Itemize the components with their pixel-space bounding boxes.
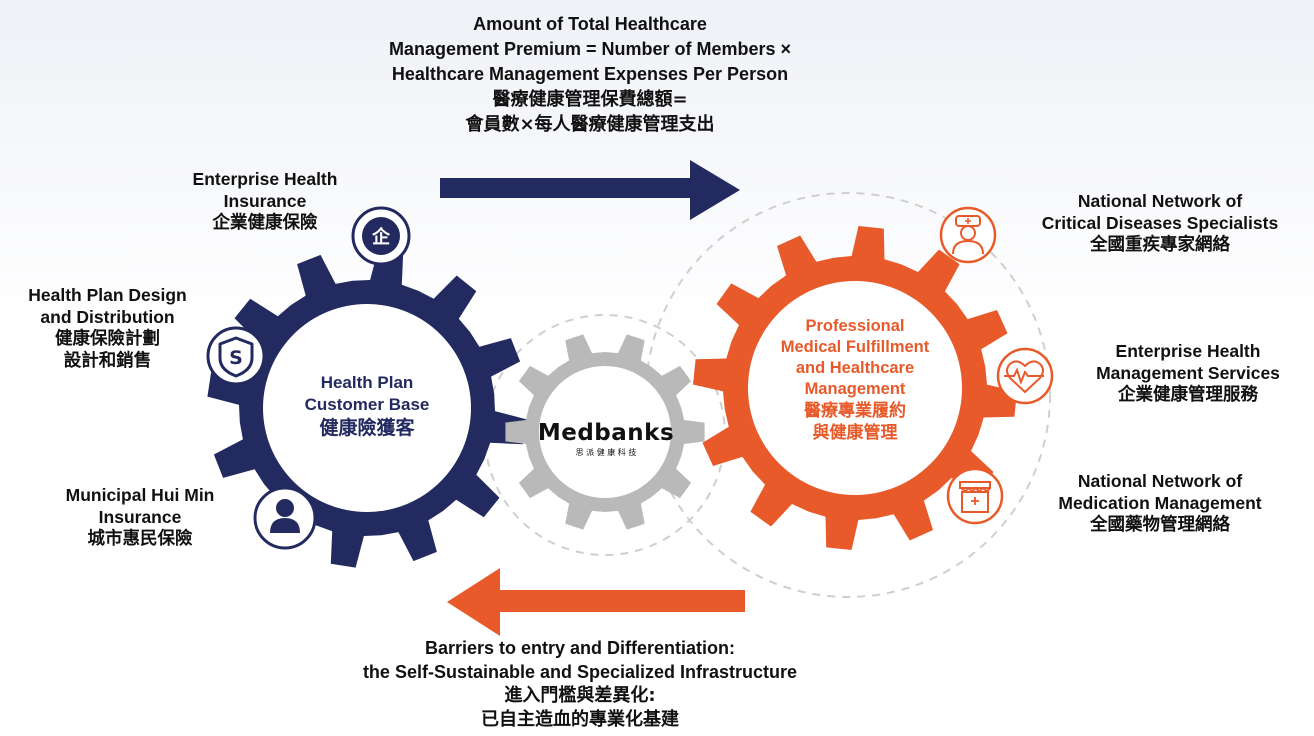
medication-management-label: National Network of Medication Managemen… <box>1020 470 1300 536</box>
bottom-caption-line: the Self-Sustainable and Specialized Inf… <box>362 662 798 682</box>
right-gear-label: Professional Medical Fulfillment and Hea… <box>765 316 945 444</box>
pharmacy-icon <box>946 467 1004 525</box>
municipal-hui-min-label: Municipal Hui Min Insurance 城市惠民保險 <box>40 484 240 550</box>
bottom-caption-line: 已自主造血的專業化基建 <box>481 709 679 730</box>
label-line: Medication Management <box>1058 493 1262 513</box>
enterprise-health-insurance-label: Enterprise Health Insurance 企業健康保險 <box>170 168 360 234</box>
label-line: Enterprise Health <box>1115 341 1261 361</box>
label-line: 健康險獲客 <box>319 417 415 439</box>
label-line: Critical Diseases Specialists <box>1041 213 1279 233</box>
shield-s-icon: S <box>206 326 266 386</box>
label-line: 健康保險計劃 <box>55 329 160 349</box>
label-line: Municipal Hui Min <box>65 485 215 505</box>
top-caption-line: Healthcare Management Expenses Per Perso… <box>391 64 789 84</box>
label-line: National Network of <box>1077 471 1243 491</box>
return-arrow <box>447 568 745 636</box>
top-caption-line: 醫療健康管理保費總額= <box>492 89 688 110</box>
enterprise-badge-icon: 企 <box>351 206 411 266</box>
label-line: Insurance <box>98 507 182 527</box>
label-line: Management Services <box>1096 363 1280 383</box>
svg-text:企: 企 <box>371 226 391 248</box>
person-icon <box>253 486 317 550</box>
bottom-caption: Barriers to entry and Differentiation: t… <box>300 636 860 732</box>
label-line: 企業健康保險 <box>212 213 318 233</box>
medbanks-logo: Medbanks 思 派 健 康 科 技 <box>538 420 674 457</box>
label-line: Insurance <box>223 191 307 211</box>
health-plan-design-label: Health Plan Design and Distribution 健康保險… <box>0 284 215 372</box>
label-line: Health Plan <box>320 373 414 392</box>
label-line: Medical Fulfillment <box>780 338 930 356</box>
label-line: National Network of <box>1077 191 1243 211</box>
critical-diseases-specialists-label: National Network of Critical Diseases Sp… <box>1010 190 1310 256</box>
bottom-caption-line: Barriers to entry and Differentiation: <box>424 638 736 658</box>
svg-text:Medbanks: Medbanks <box>538 420 674 446</box>
label-line: Customer Base <box>304 395 430 414</box>
left-gear-label: Health Plan Customer Base 健康險獲客 <box>297 372 437 440</box>
top-caption: Amount of Total Healthcare Management Pr… <box>330 12 850 137</box>
label-line: Enterprise Health <box>192 169 338 189</box>
label-line: 與健康管理 <box>812 423 898 443</box>
heart-pulse-icon <box>996 347 1054 405</box>
top-caption-line: Management Premium = Number of Members × <box>388 39 792 59</box>
label-line: 全國藥物管理網絡 <box>1090 515 1230 535</box>
label-line: 醫療專業履約 <box>804 401 906 421</box>
top-caption-line: Amount of Total Healthcare <box>473 14 707 34</box>
label-line: and Healthcare <box>795 359 915 377</box>
label-line: Management <box>804 380 906 398</box>
label-line: 城市惠民保險 <box>87 529 193 549</box>
top-caption-line: 會員數×每人醫療健康管理支出 <box>465 114 715 135</box>
label-line: 全國重疾專家網絡 <box>1090 235 1230 255</box>
label-line: and Distribution <box>40 307 175 327</box>
svg-text:S: S <box>229 347 243 369</box>
center-gear-hub <box>539 366 671 498</box>
bottom-caption-line: 進入門檻與差異化: <box>504 685 656 706</box>
label-line: 企業健康管理服務 <box>1118 385 1258 405</box>
enterprise-health-management-label: Enterprise Health Management Services 企業… <box>1068 340 1308 406</box>
right-gear-hub <box>748 281 962 495</box>
svg-text:思 派 健 康 科 技: 思 派 健 康 科 技 <box>576 447 637 457</box>
label-line: 設計和銷售 <box>63 351 152 371</box>
label-line: Professional <box>805 317 905 335</box>
forward-arrow <box>440 160 740 220</box>
left-gear-hub <box>263 304 471 512</box>
doctor-icon <box>939 206 997 264</box>
label-line: Health Plan Design <box>28 285 187 305</box>
